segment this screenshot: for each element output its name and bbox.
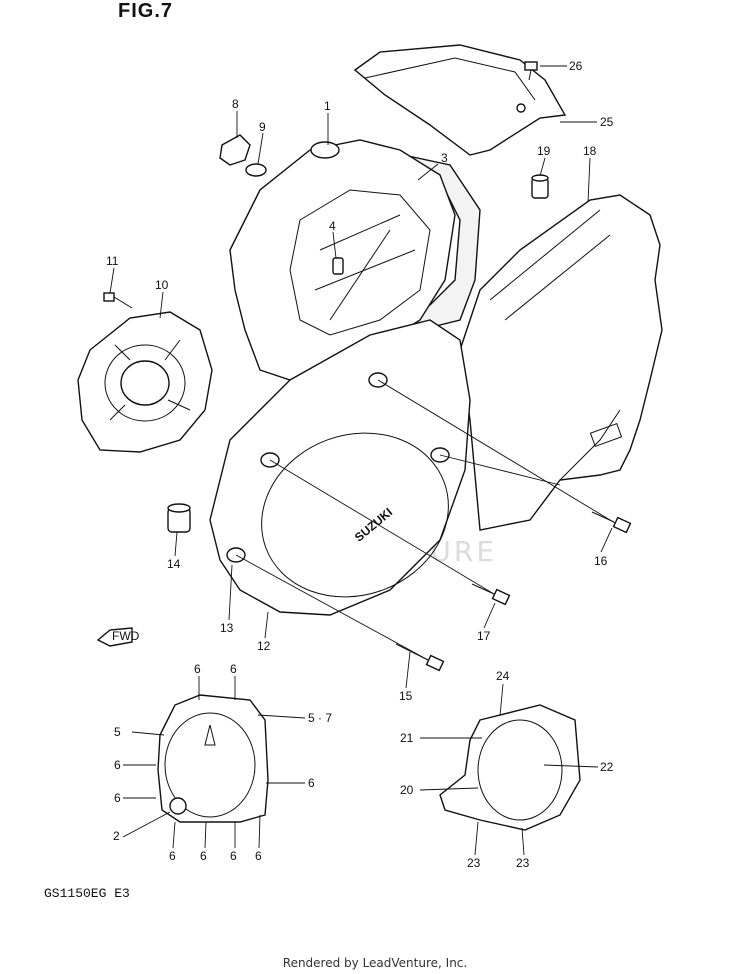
part-15-bolt: [395, 643, 445, 672]
part-4-pin: [332, 257, 344, 275]
callout-13: 13: [220, 621, 234, 635]
callout-22: 22: [600, 760, 614, 774]
part-26-bolt: [524, 61, 538, 81]
part-19-spacer: [531, 174, 549, 199]
part-24-sprocket-cover: [439, 704, 581, 831]
callout-20: 20: [400, 783, 414, 797]
callout-6-b: 6: [230, 662, 237, 676]
callout-8: 8: [232, 97, 239, 111]
callout-6-h: 6: [230, 849, 237, 863]
callout-19: 19: [537, 144, 551, 158]
part-8-filler-plug: [219, 134, 251, 166]
callout-5-7: 5 · 7: [308, 711, 332, 725]
fwd-text: FWD: [112, 629, 140, 643]
callout-23-b: 23: [516, 856, 530, 870]
part-11-bolt: [103, 292, 133, 309]
part-25-top-cover: [353, 44, 567, 156]
figure-title: FIG.7: [118, 0, 174, 22]
render-credit: Rendered by LeadVenture, Inc.: [282, 956, 468, 970]
fwd-arrow-icon: [96, 627, 133, 647]
part-10-generator-cover: [77, 311, 213, 453]
part-9-o-ring: [245, 163, 267, 177]
callout-23-a: 23: [467, 856, 481, 870]
callout-6-c: 6: [114, 758, 121, 772]
callout-9: 9: [259, 120, 266, 134]
callout-26: 26: [569, 59, 583, 73]
callout-6-d: 6: [114, 791, 121, 805]
callout-18: 18: [583, 144, 597, 158]
leader-lines: [109, 65, 613, 856]
callout-2: 2: [113, 829, 120, 843]
callout-21: 21: [400, 731, 414, 745]
part-12-clutch-cover: [209, 319, 471, 616]
callout-17: 17: [477, 629, 491, 643]
callout-12: 12: [257, 639, 271, 653]
callout-16: 16: [594, 554, 608, 568]
callout-6-g: 6: [200, 849, 207, 863]
callout-10: 10: [155, 278, 169, 292]
callout-25: 25: [600, 115, 614, 129]
callout-11: 11: [106, 254, 119, 268]
part-18-right-housing: [459, 194, 663, 531]
part-5-clutch-inspection-cover: [157, 694, 269, 823]
callout-6-e: 6: [308, 776, 315, 790]
callout-3: 3: [441, 151, 448, 165]
model-code: GS1150EG E3: [44, 886, 130, 901]
callout-4: 4: [329, 219, 336, 233]
callout-6-a: 6: [194, 662, 201, 676]
callout-6-i: 6: [255, 849, 262, 863]
callout-6-f: 6: [169, 849, 176, 863]
callout-5: 5: [114, 725, 121, 739]
callout-15: 15: [399, 689, 413, 703]
part-17-bolt: [471, 583, 511, 606]
callout-24: 24: [496, 669, 510, 683]
callout-1: 1: [324, 99, 331, 113]
part-14-bushing: [167, 503, 191, 533]
callout-14: 14: [167, 557, 181, 571]
